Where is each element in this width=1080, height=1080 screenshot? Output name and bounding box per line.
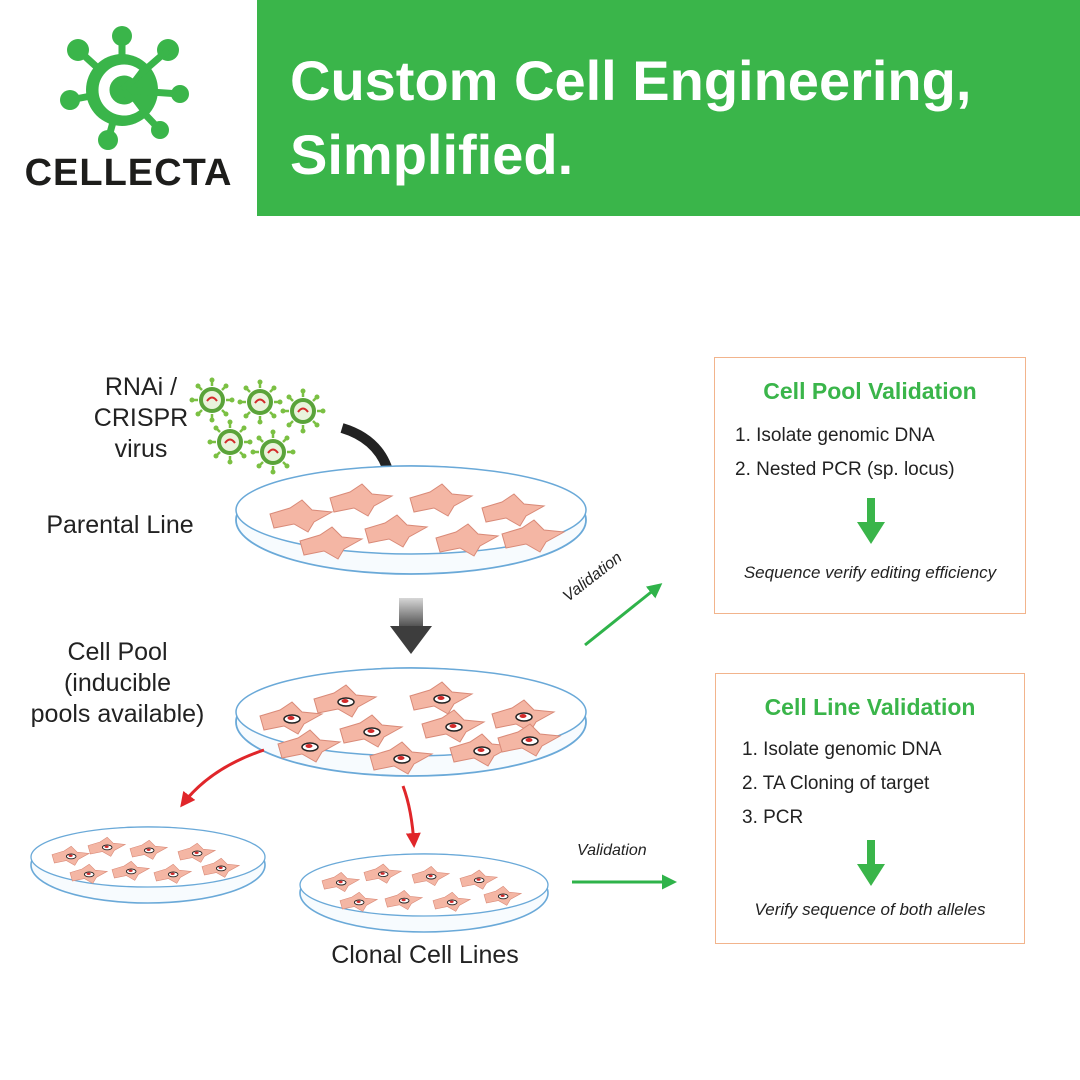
- brand-name: CELLECTA: [24, 152, 233, 194]
- cell-pool-label-line1: Cell Pool: [67, 638, 168, 666]
- cell-line-validation-box: Cell Line Validation 1. Isolate genomic …: [715, 673, 1025, 944]
- cell-pool-label-line2: (inducible: [63, 669, 171, 697]
- red-arrow-down-icon: [401, 785, 421, 848]
- logo: CELLECTA: [0, 0, 257, 216]
- validation-label-bottom: Validation: [577, 842, 647, 859]
- virus-label-line2: CRISPR: [93, 404, 189, 432]
- cell-pool-label-line3: pools available): [30, 700, 205, 728]
- pool-step-2: 2. Nested PCR (sp. locus): [735, 459, 955, 480]
- clonal-cell-lines-label: Clonal Cell Lines: [331, 941, 519, 969]
- parental-dish: [235, 465, 587, 575]
- banner-title-line1: Custom Cell Engineering,: [290, 49, 972, 112]
- down-arrow-icon: [390, 598, 432, 654]
- banner-title-line2: Simplified.: [290, 123, 574, 186]
- cell-pool-validation-title: Cell Pool Validation: [763, 378, 977, 404]
- pool-step-1: 1. Isolate genomic DNA: [735, 425, 935, 446]
- cell-pool-validation-box: Cell Pool Validation 1. Isolate genomic …: [714, 357, 1026, 614]
- line-step-3: 3. PCR: [742, 807, 804, 828]
- pool-validation-result: Sequence verify editing efficiency: [743, 563, 997, 582]
- header-banner: Custom Cell Engineering, Simplified.: [257, 0, 1080, 216]
- line-step-1: 1. Isolate genomic DNA: [742, 739, 942, 760]
- virus-label: RNAi / CRISPR virus: [66, 372, 216, 465]
- clonal-dish-2: [299, 853, 549, 933]
- cell-line-validation-title: Cell Line Validation: [764, 694, 976, 720]
- virus-label-line3: virus: [114, 435, 168, 463]
- validation-arrow-top-icon: [584, 583, 663, 647]
- cell-pool-dish: [235, 667, 587, 777]
- down-arrow-icon: [857, 498, 885, 544]
- down-arrow-icon: [857, 840, 885, 886]
- virus-label-line1: RNAi /: [104, 373, 178, 401]
- parental-line-label: Parental Line: [46, 511, 194, 539]
- red-arrow-left-icon: [180, 748, 265, 808]
- line-validation-result: Verify sequence of both alleles: [754, 900, 986, 919]
- cellecta-logo-icon: [60, 26, 189, 150]
- line-step-2: 2. TA Cloning of target: [742, 773, 930, 794]
- clonal-dish-1: [30, 826, 266, 904]
- cell-pool-label: Cell Pool (inducible pools available): [10, 637, 225, 730]
